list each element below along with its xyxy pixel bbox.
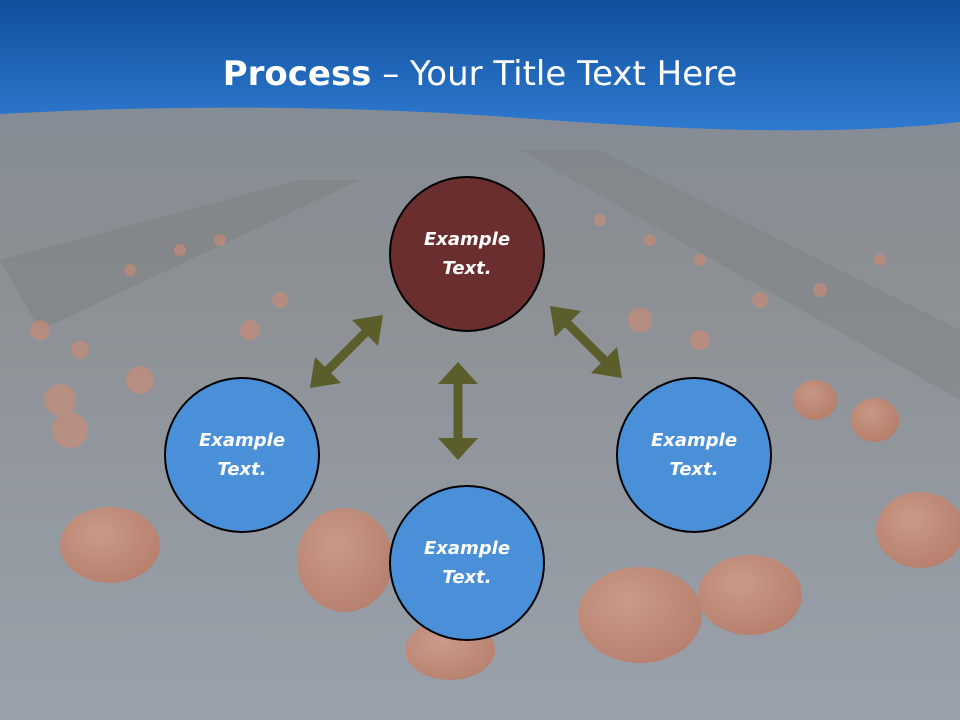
- arrow-vertical: [438, 362, 478, 460]
- header-banner: [0, 0, 960, 131]
- center-node-text: Example Text.: [423, 229, 511, 279]
- right-node: Example Text.: [616, 377, 772, 533]
- center-node: Example Text.: [389, 176, 545, 332]
- arrow-left-diagonal: [310, 315, 383, 388]
- title-rest: – Your Title Text Here: [371, 54, 738, 94]
- title-bold: Process: [222, 54, 372, 94]
- left-node: Example Text.: [164, 377, 320, 533]
- arrow-right-diagonal: [550, 306, 622, 378]
- slide-title: Process – Your Title Text Here: [0, 50, 960, 98]
- left-node-text: Example Text.: [198, 430, 286, 480]
- bottom-node-text: Example Text.: [423, 538, 511, 588]
- right-node-text: Example Text.: [650, 430, 738, 480]
- bottom-node: Example Text.: [389, 485, 545, 641]
